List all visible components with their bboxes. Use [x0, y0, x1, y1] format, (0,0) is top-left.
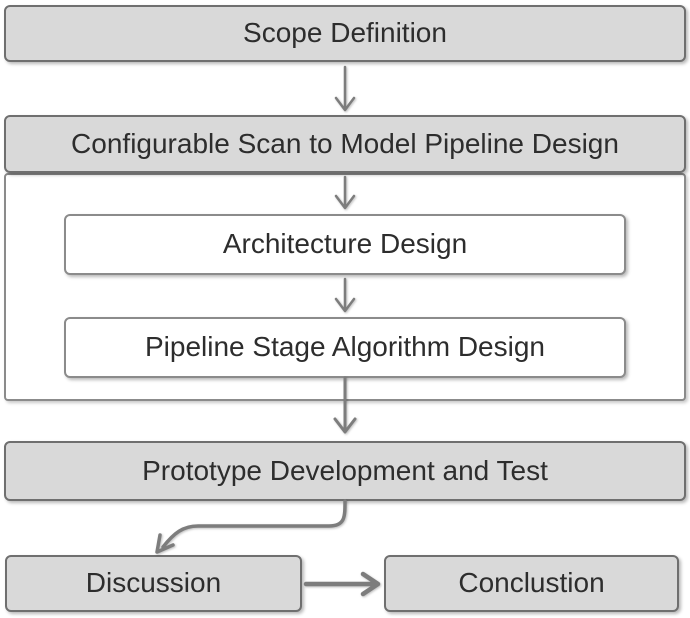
node-label: Discussion [85, 567, 222, 599]
node-label: Architecture Design [222, 228, 468, 260]
node-scope-definition: Scope Definition [4, 5, 686, 62]
node-prototype-development: Prototype Development and Test [4, 441, 686, 501]
node-label: Pipeline Stage Algorithm Design [144, 331, 545, 363]
node-stage-algorithm-design: Pipeline Stage Algorithm Design [64, 317, 626, 378]
arrow-discussion-to-conclusion [303, 571, 381, 597]
node-label: Conclustion [458, 567, 605, 599]
node-architecture-design: Architecture Design [64, 214, 626, 275]
node-label: Prototype Development and Test [142, 454, 548, 486]
node-label: Configurable Scan to Model Pipeline Desi… [71, 127, 619, 159]
node-pipeline-design: Configurable Scan to Model Pipeline Desi… [4, 115, 686, 173]
node-discussion: Discussion [5, 555, 302, 612]
node-label: Scope Definition [243, 17, 447, 49]
arrow-scope-to-pipeline [334, 65, 356, 112]
arrow-prototype-to-discussion [155, 499, 347, 554]
node-conclusion: Conclustion [384, 555, 679, 612]
